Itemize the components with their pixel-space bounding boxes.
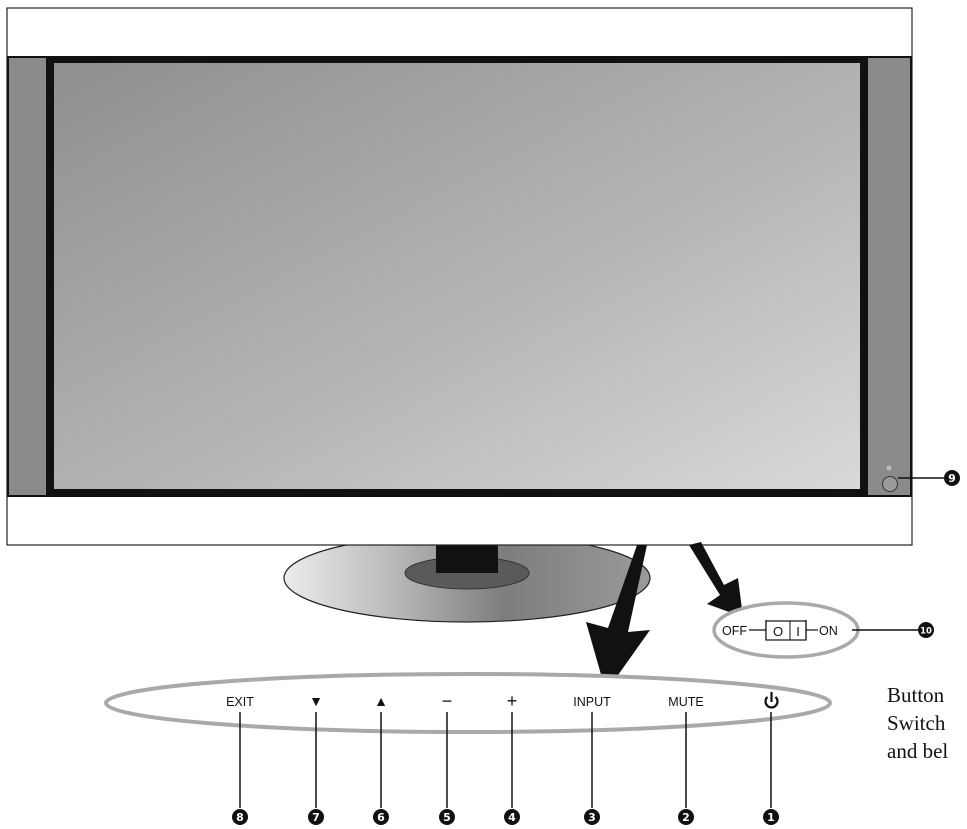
remote-sensor (882, 476, 898, 492)
callout-number-8: 8 (232, 809, 248, 825)
switch-off-label: OFF (722, 624, 747, 638)
pointer-arrows (586, 542, 743, 692)
minus-button[interactable]: − (442, 691, 453, 711)
svg-text:6: 6 (377, 811, 385, 824)
input-button[interactable]: INPUT (573, 695, 611, 709)
down-button[interactable]: ▼ (309, 693, 323, 709)
right-speaker (868, 58, 910, 495)
stand-neck (436, 543, 498, 573)
svg-text:9: 9 (948, 472, 956, 485)
svg-text:4: 4 (508, 811, 516, 824)
arrow-to-controls (586, 545, 650, 692)
callout-number-3: 3 (584, 809, 600, 825)
svg-text:2: 2 (682, 811, 690, 824)
up-button[interactable]: ▲ (374, 693, 388, 709)
monitor (6, 7, 944, 546)
control-panel: EXIT ▼ ▲ − + INPUT MUTE (104, 672, 832, 808)
callout-number-4: 4 (504, 809, 520, 825)
control-panel-ring (104, 672, 832, 734)
left-speaker (9, 58, 46, 495)
exit-button[interactable]: EXIT (226, 695, 254, 709)
callout-number-9: 9 (944, 470, 960, 486)
callout-number-5: 5 (439, 809, 455, 825)
svg-text:10: 10 (920, 627, 932, 637)
plus-button[interactable]: + (507, 691, 518, 711)
note-line-1: Button (887, 683, 945, 707)
svg-text:5: 5 (443, 811, 451, 824)
power-icon (764, 692, 779, 709)
svg-text:3: 3 (588, 811, 596, 824)
main-power-switch: OFF O I ON (712, 601, 918, 659)
svg-text:1: 1 (767, 811, 775, 824)
switch-on-label: ON (819, 624, 838, 638)
svg-text:8: 8 (236, 811, 244, 824)
stand (283, 533, 651, 623)
callout-number-7: 7 (308, 809, 324, 825)
screen (54, 63, 860, 489)
power-button[interactable] (764, 692, 779, 709)
control-callout-lines (239, 712, 772, 808)
mute-button[interactable]: MUTE (668, 695, 703, 709)
power-indicator-led (886, 465, 892, 471)
note-line-3: and bel (887, 739, 948, 763)
callout-markers: 8 7 6 5 4 3 2 1 (232, 470, 960, 825)
side-description: Button Switch and bel (887, 683, 948, 763)
switch-on-symbol: I (796, 624, 800, 639)
note-line-2: Switch (887, 711, 946, 735)
arrow-to-switch (689, 542, 743, 617)
callout-number-10: 10 (918, 622, 934, 638)
callout-number-6: 6 (373, 809, 389, 825)
callout-number-2: 2 (678, 809, 694, 825)
switch-off-symbol: O (773, 624, 783, 639)
svg-text:7: 7 (312, 811, 320, 824)
callout-number-1: 1 (763, 809, 779, 825)
